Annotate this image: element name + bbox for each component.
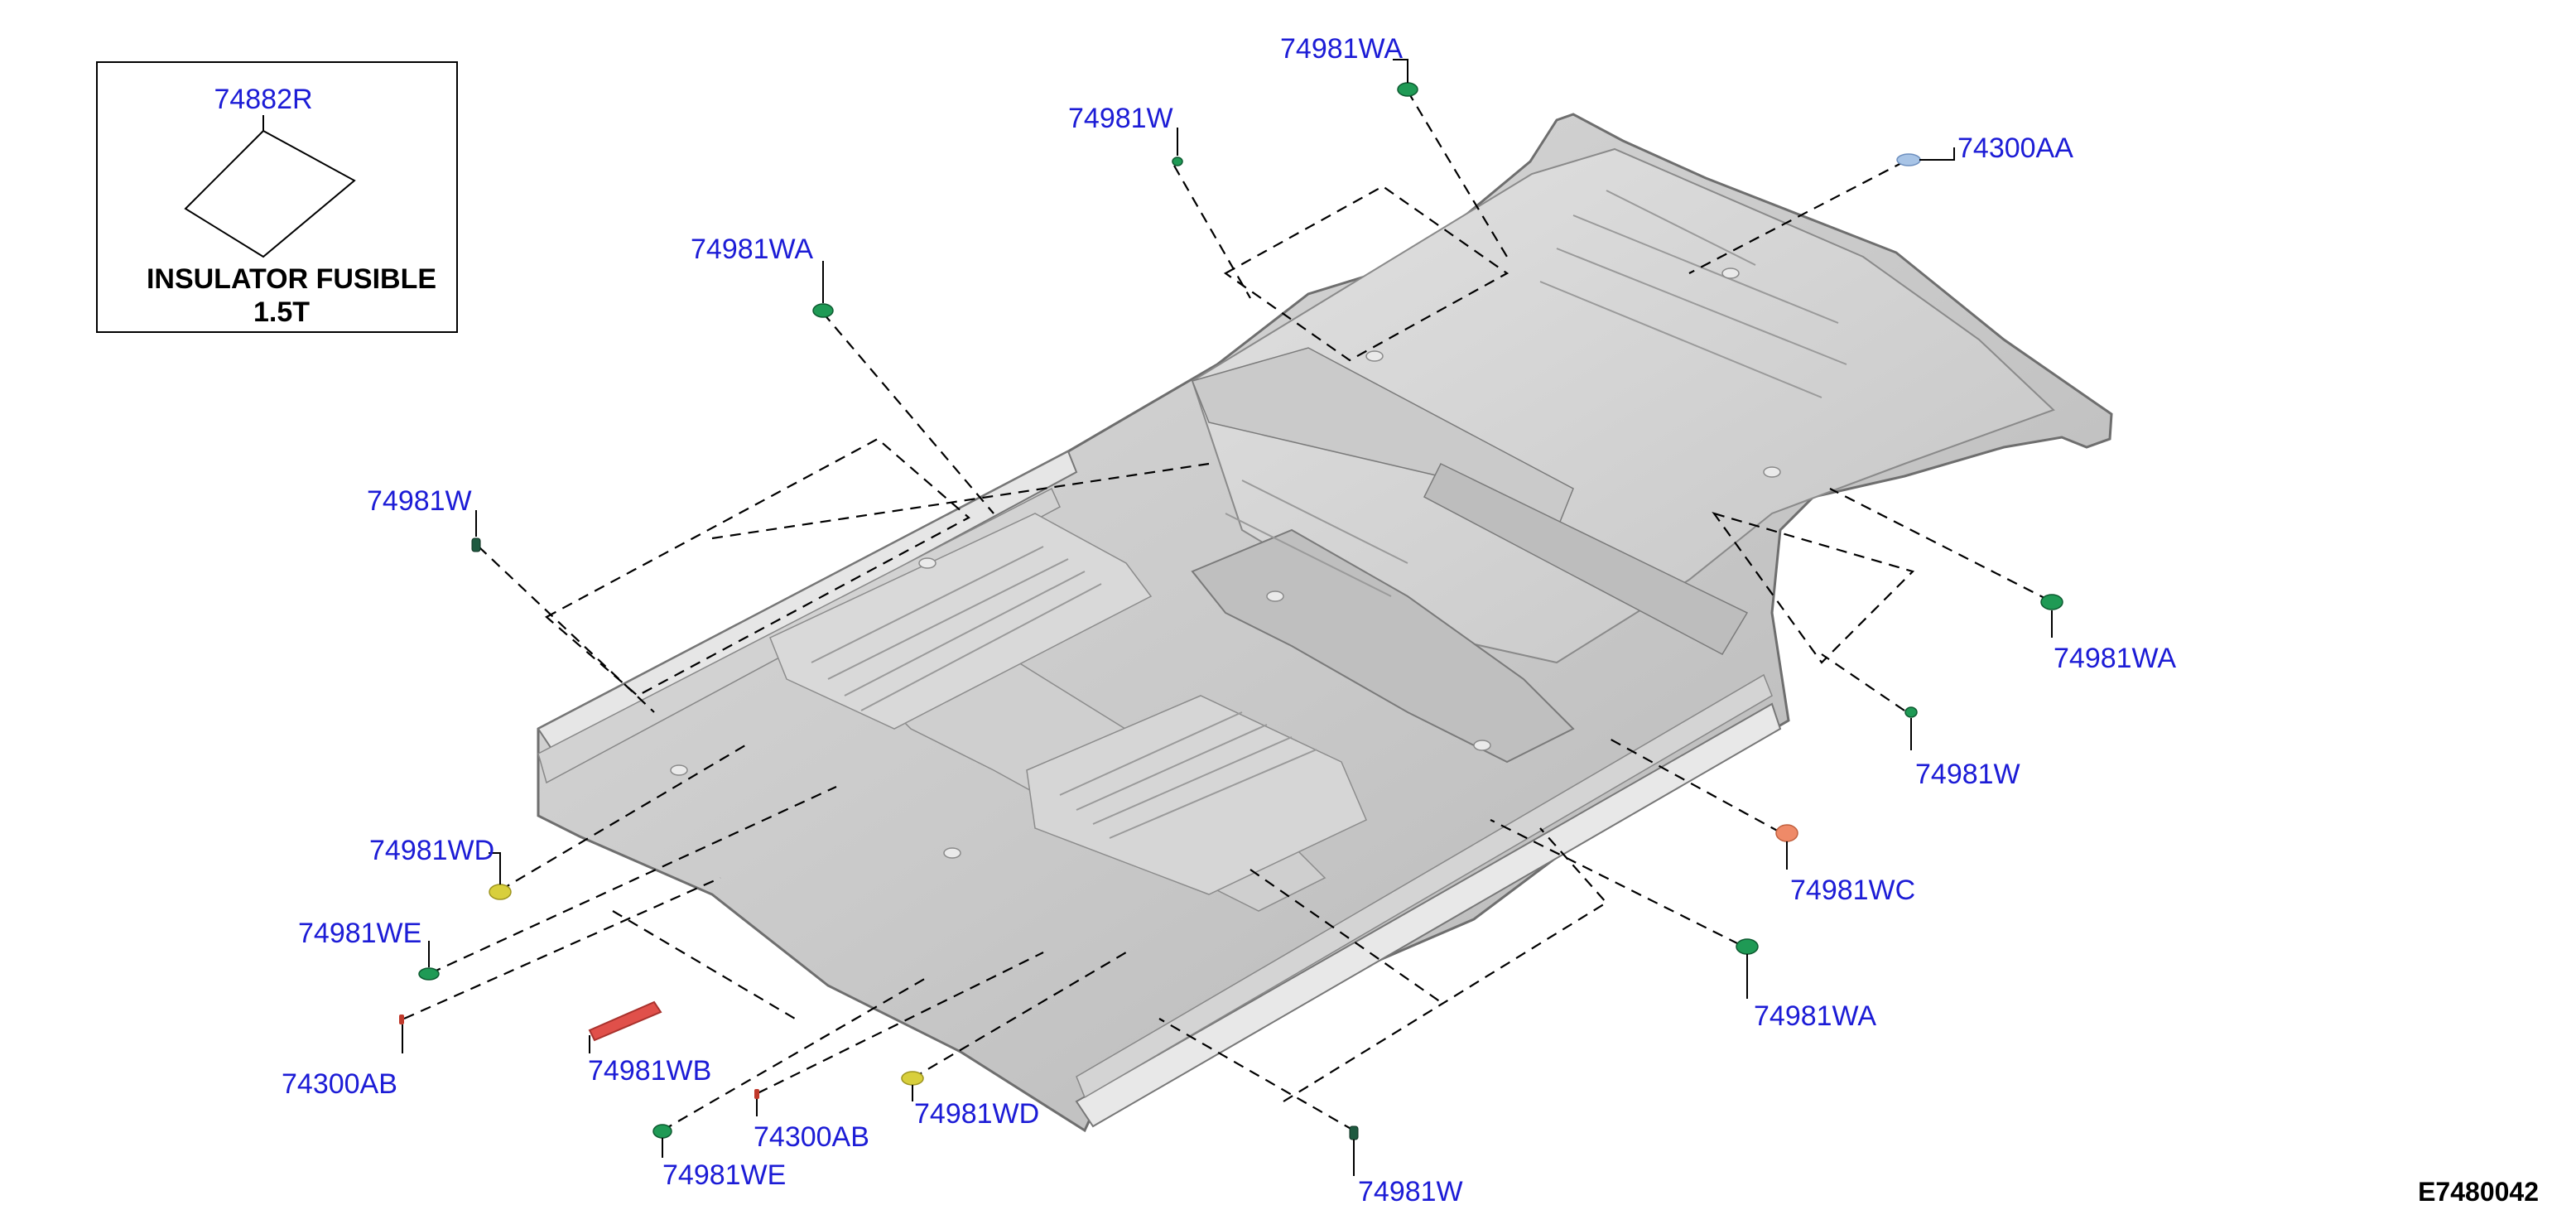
callout-label: 74981WA: [2054, 643, 2176, 674]
plug-marker: [1896, 153, 1921, 166]
callout-label: 74300AA: [1957, 133, 2073, 164]
callout-label: 74981WA: [1280, 33, 1403, 65]
clip-marker: [489, 884, 512, 900]
floor-panel-illustration: [537, 113, 2113, 1133]
clip-marker: [1736, 938, 1759, 955]
callout-labels: 74981WA 74981W 74300AA 74981WA 74981W 74…: [282, 33, 2176, 1207]
legend-box: 74882R INSULATOR FUSIBLE 1.5T: [96, 61, 458, 333]
insulator-pad: [588, 1000, 662, 1042]
callout-label: 74300AB: [282, 1068, 397, 1100]
legend-part-number: 74882R: [214, 84, 312, 115]
callout-label: 74981WE: [662, 1159, 786, 1191]
callout-label: 74981W: [367, 485, 472, 517]
clip-marker: [471, 537, 481, 552]
callout-label: 74981W: [1915, 759, 2020, 790]
clip-marker: [812, 303, 834, 318]
callout-label: 74981W: [1068, 103, 1173, 134]
dashed-guide-lines: [403, 90, 2050, 1131]
clip-marker: [1349, 1125, 1359, 1140]
clip-marker: [901, 1071, 924, 1086]
callout-leaders: [402, 59, 2053, 1176]
clip-marker: [1904, 706, 1918, 718]
callout-label: 74981WD: [914, 1098, 1039, 1130]
callout-label: 74981WA: [691, 234, 813, 265]
plug-marker: [1775, 824, 1798, 842]
callout-label: 74981WB: [588, 1055, 711, 1087]
insulator-symbol: [184, 129, 356, 258]
callout-label: 74981WD: [369, 835, 494, 866]
clip-marker: [1397, 82, 1418, 97]
clip-marker: [652, 1124, 672, 1139]
legend-thickness: 1.5T: [253, 296, 310, 328]
plug-marker: [754, 1089, 759, 1099]
clip-marker: [2040, 594, 2063, 610]
callout-label: 74981WA: [1754, 1000, 1876, 1032]
callout-label: 74300AB: [754, 1121, 869, 1153]
diagram-code: E7480042: [2418, 1177, 2539, 1207]
clip-marker: [1172, 157, 1183, 166]
callout-label: 74981WC: [1790, 875, 1915, 906]
plug-marker: [399, 1015, 404, 1024]
callout-label: 74981WE: [298, 918, 421, 949]
callout-label: 74981W: [1358, 1176, 1463, 1207]
clip-marker: [418, 967, 440, 981]
legend-part-name: INSULATOR FUSIBLE: [147, 263, 436, 295]
